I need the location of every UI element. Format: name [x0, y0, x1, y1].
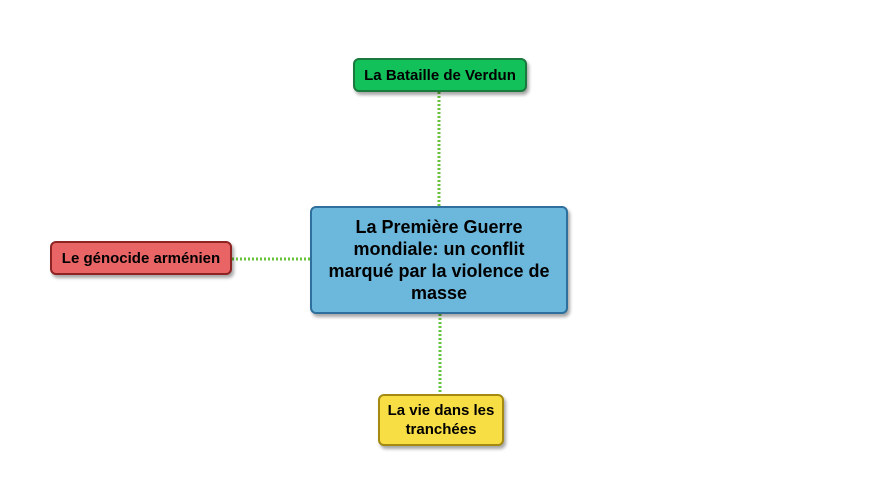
- topic-node-vie-dans-les-tranchees[interactable]: La vie dans les tranchées: [378, 394, 504, 446]
- topic-node-bataille-de-verdun[interactable]: La Bataille de Verdun: [353, 58, 527, 92]
- topic-label: Le génocide arménien: [61, 249, 221, 267]
- topic-label: La Bataille de Verdun: [364, 66, 516, 84]
- topic-node-genocide-armenien[interactable]: Le génocide arménien: [50, 241, 232, 275]
- central-topic-label: La Première Guerre mondiale: un conflit …: [328, 217, 550, 303]
- central-topic-node[interactable]: La Première Guerre mondiale: un conflit …: [310, 206, 568, 314]
- topic-label: La vie dans les tranchées: [387, 402, 495, 438]
